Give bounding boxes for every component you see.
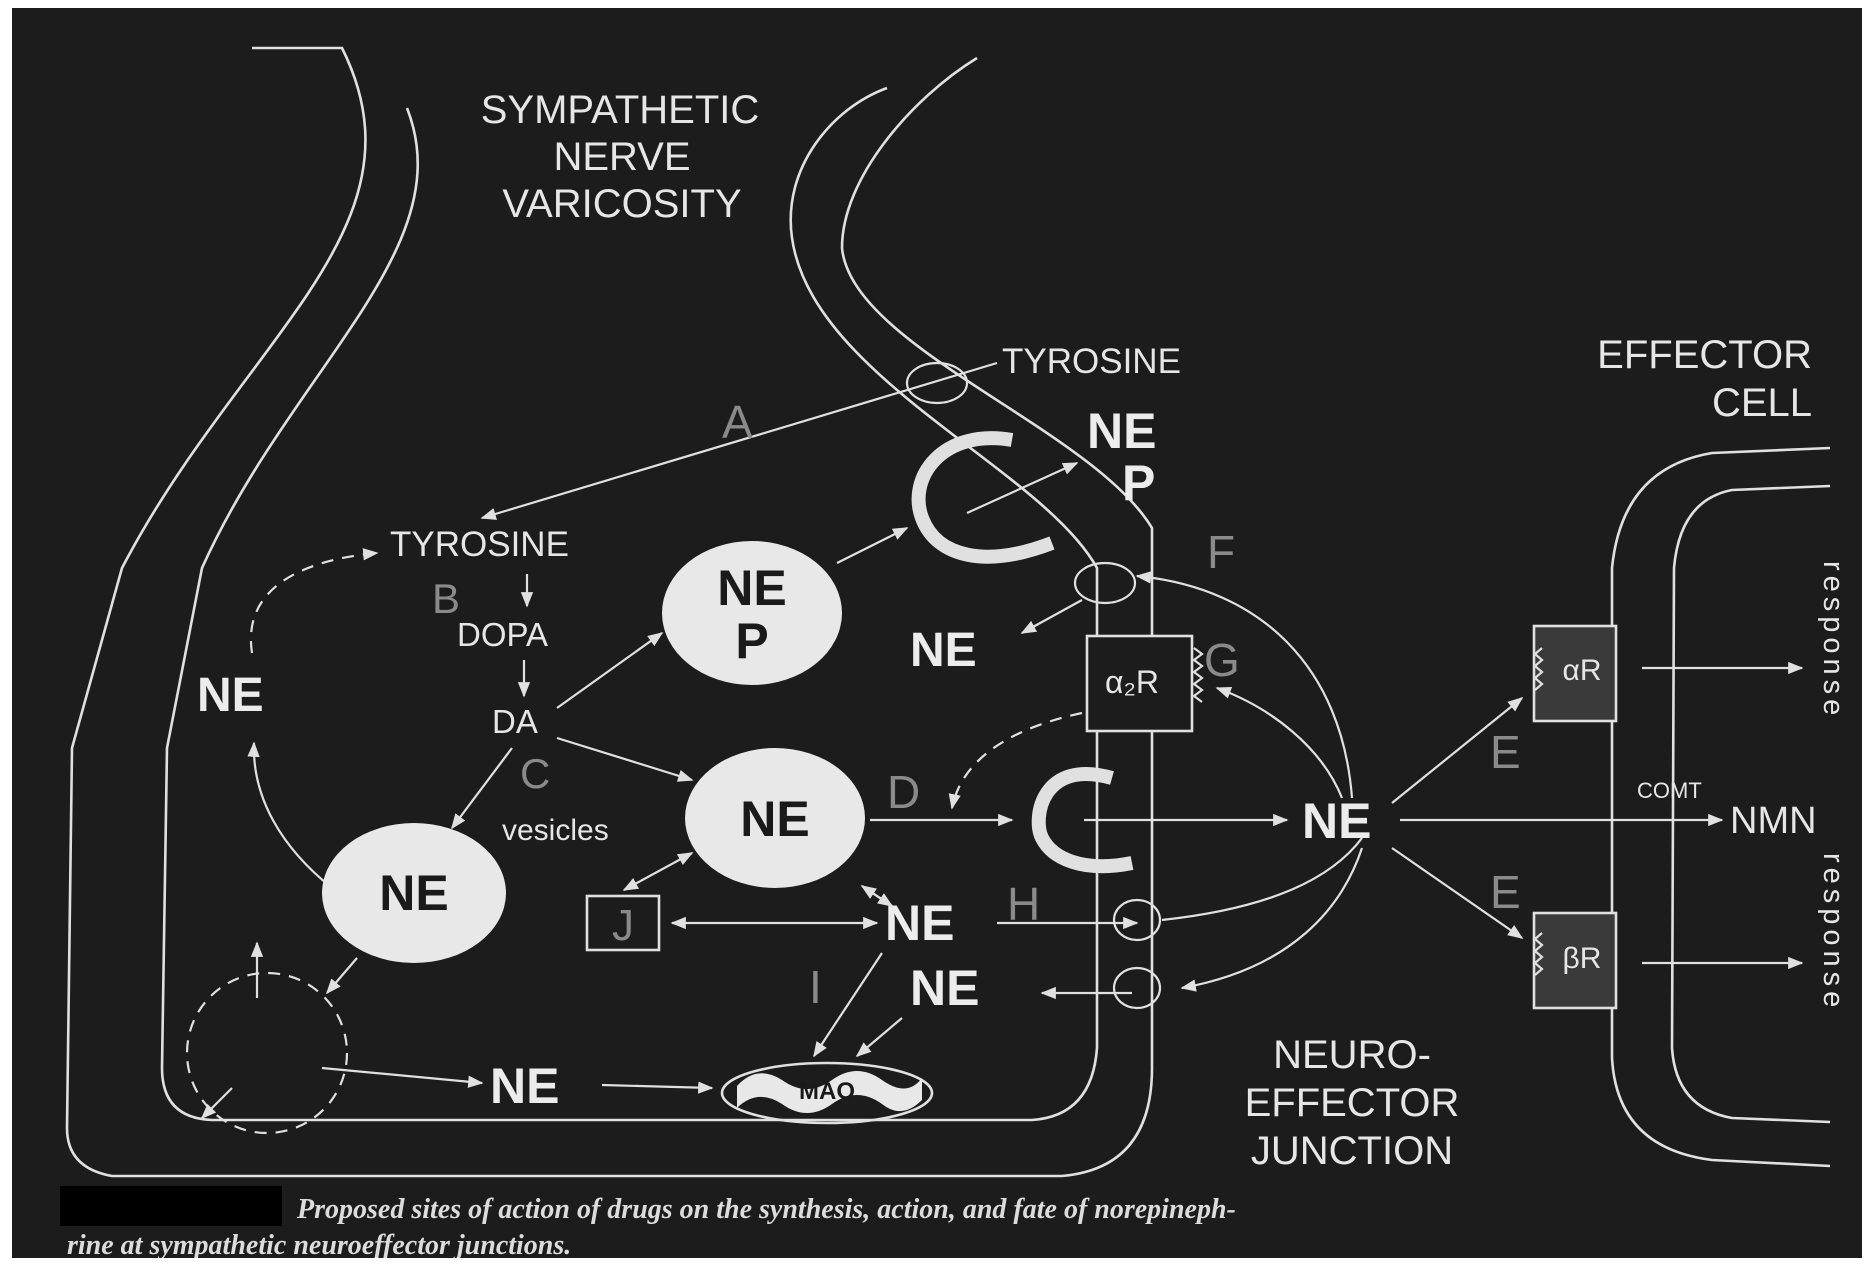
- ne-bottom-to-mao-arrow: [602, 1085, 712, 1088]
- varicosity-title-line3: VARICOSITY: [502, 182, 741, 226]
- response-lower-text: response: [1817, 853, 1849, 1012]
- dashed-circle-down-arrow: [202, 1088, 232, 1118]
- alpha-receptor-label: αR: [1562, 654, 1601, 687]
- site-letter-f: F: [1207, 526, 1235, 578]
- junction-title-line2: EFFECTOR: [1245, 1081, 1460, 1125]
- da-to-ne-vesicle-arrow: [557, 738, 692, 780]
- cytosol-ne-lower: NE: [910, 960, 979, 1016]
- da-label: DA: [492, 703, 538, 740]
- j-to-vesicle-double-arrow: [624, 853, 692, 890]
- dashed-circle-to-ne-arrow: [322, 1068, 482, 1083]
- site-letter-j: J: [612, 901, 634, 950]
- alpha2-receptor-coil: [1194, 648, 1202, 702]
- mao-label: MAO: [799, 1078, 855, 1105]
- effector-title-line1: EFFECTOR: [1597, 333, 1812, 377]
- junction-title-line3: JUNCTION: [1251, 1129, 1453, 1173]
- ne-left-free: NE: [197, 669, 264, 722]
- neuroeffector-diagram: SYMPATHETIC NERVE VARICOSITY EFFECTOR CE…: [12, 8, 1862, 1258]
- alpha2-receptor-label: α₂R: [1105, 664, 1159, 700]
- site-letter-c: C: [520, 750, 550, 797]
- release-ne-p-arrow: [967, 463, 1077, 513]
- site-letter-e-upper: E: [1490, 726, 1521, 778]
- ne-h-to-mao-arrow: [814, 953, 882, 1056]
- site-letter-b: B: [432, 575, 460, 622]
- site-letter-i: I: [809, 961, 822, 1013]
- reuptake-ne-arrow: [1022, 600, 1082, 633]
- nmn-label: NMN: [1730, 800, 1817, 842]
- varicosity-title-line1: SYMPATHETIC: [481, 88, 760, 132]
- redacted-figure-number: [60, 1186, 282, 1226]
- response-upper: response: [1817, 561, 1849, 720]
- site-letter-e-lower: E: [1490, 866, 1521, 918]
- recycle-dashed-arrow: [251, 553, 377, 653]
- caption-line1: Proposed sites of action of drugs on the…: [296, 1194, 1236, 1225]
- effector-title-line2: CELL: [1712, 381, 1812, 425]
- released-ne-label: NE: [1087, 403, 1156, 459]
- beta-receptor-label: βR: [1563, 942, 1602, 975]
- vesicle-ne-center-label: NE: [740, 791, 809, 847]
- response-upper-text: response: [1817, 561, 1849, 720]
- site-letter-g: G: [1204, 634, 1240, 686]
- tyrosine-outside-label: TYROSINE: [1002, 342, 1181, 381]
- synaptic-ne-to-alpha2-arrow: [1217, 688, 1342, 798]
- vesicle-ne-left-label: NE: [379, 865, 448, 921]
- diagram-stage: SYMPATHETIC NERVE VARICOSITY EFFECTOR CE…: [12, 8, 1862, 1258]
- vesicle-ne-p-p: P: [735, 613, 768, 669]
- site-letter-a: A: [722, 396, 753, 448]
- ne-to-h-curve: [1162, 838, 1362, 920]
- alpha2-inhibition-dashed-arrow: [952, 713, 1082, 808]
- reuptake-transporter-f: [1075, 563, 1135, 603]
- varicosity-title-line2: NERVE: [553, 135, 690, 179]
- ne-to-lower-transporter-arrow: [1182, 848, 1362, 988]
- reuptake-ne-label: NE: [910, 624, 977, 677]
- vesicles-label: vesicles: [502, 814, 609, 847]
- dopa-label: DOPA: [457, 616, 548, 653]
- cytosol-ne-bottom: NE: [490, 1058, 559, 1114]
- caption-line2: rine at sympathetic neuroeffector juncti…: [67, 1230, 571, 1258]
- cytosol-ne-h: NE: [885, 895, 954, 951]
- ne-lower-to-mao-arrow: [857, 1018, 902, 1056]
- junction-title-line1: NEURO-: [1273, 1033, 1431, 1077]
- ne-vesicle-to-ne-left-arrow: [254, 743, 332, 888]
- site-letter-d: D: [887, 766, 920, 818]
- tyrosine-inside-label: TYROSINE: [390, 525, 569, 564]
- released-p-label: P: [1122, 455, 1155, 511]
- da-to-nep-vesicle-arrow: [557, 633, 662, 708]
- nep-vesicle-to-release-arrow: [837, 528, 907, 563]
- comt-label: COMT: [1637, 778, 1702, 803]
- response-lower: response: [1817, 853, 1849, 1012]
- vesicle-ne-p-ne: NE: [717, 560, 786, 616]
- tyrosine-transporter: [907, 363, 967, 403]
- vesicle-to-dashed-circle-arrow: [327, 958, 357, 993]
